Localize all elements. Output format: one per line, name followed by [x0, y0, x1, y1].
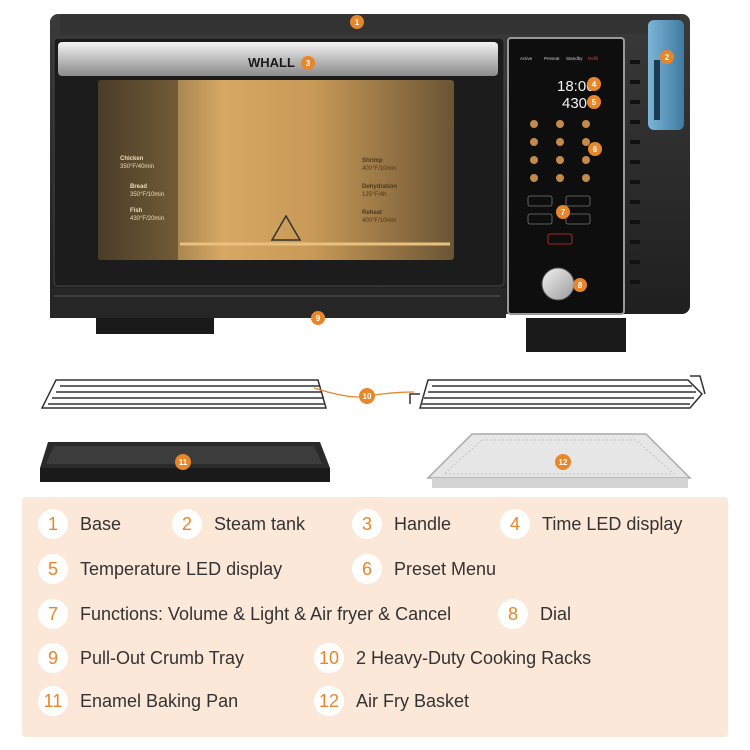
status-label: Refill — [588, 56, 598, 61]
legend-label: Base — [80, 513, 122, 534]
legend-number: 3 — [352, 509, 382, 539]
legend-label: Preset Menu — [394, 558, 497, 579]
legend-label: Steam tank — [214, 513, 306, 534]
control-panel: Active Preseat Standby Refill 18:00 430 — [507, 37, 625, 315]
legend-item: 7 Functions: Volume & Light & Air fryer … — [38, 596, 451, 632]
glass-preset-title: Reheat — [362, 210, 382, 216]
glass-preset-title: Bread — [130, 184, 147, 190]
dial-knob — [541, 267, 575, 301]
legend-item: 3 Handle — [352, 506, 451, 542]
glass-preset-sub: 350°F/10min — [130, 192, 164, 198]
svg-text:6: 6 — [593, 145, 598, 154]
parts-legend: 1 Base 2 Steam tank 3 Handle 4 Time LED … — [22, 497, 728, 737]
svg-text:4: 4 — [592, 80, 597, 89]
status-label: Active — [520, 56, 533, 61]
callout-badge: 11 — [175, 454, 191, 470]
svg-text:9: 9 — [316, 314, 321, 323]
legend-item: 11 Enamel Baking Pan — [38, 683, 238, 719]
legend-label: Temperature LED display — [80, 558, 283, 579]
cooking-rack-left — [40, 379, 327, 409]
svg-text:1: 1 — [355, 18, 360, 27]
legend-label: Handle — [394, 513, 452, 534]
callout-badge: 2 — [660, 50, 674, 64]
callout-badge: 3 — [301, 56, 315, 70]
legend-number: 9 — [38, 643, 68, 673]
legend-item: 1 Base — [38, 506, 121, 542]
legend-number: 1 — [38, 509, 68, 539]
legend-number: 4 — [500, 509, 530, 539]
callout-badge: 5 — [587, 95, 601, 109]
callout-badge: 12 — [555, 454, 571, 470]
legend-item: 6 Preset Menu — [352, 551, 496, 587]
glass-preset-sub: 400°F/10min — [362, 166, 396, 172]
legend-label: 2 Heavy-Duty Cooking Racks — [356, 647, 592, 668]
glass-preset-title: Shrimp — [362, 158, 383, 164]
temperature-display: 430 — [562, 95, 587, 112]
legend-item: 12 Air Fry Basket — [314, 683, 469, 719]
svg-text:8: 8 — [578, 281, 583, 290]
legend-number: 7 — [38, 599, 68, 629]
glass-preset-title: Fish — [130, 208, 143, 214]
legend-item: 4 Time LED display — [500, 506, 682, 542]
steam-tank — [648, 20, 684, 130]
callout-badge: 7 — [556, 205, 570, 219]
legend-number: 5 — [38, 554, 68, 584]
svg-text:11: 11 — [179, 458, 188, 467]
legend-number: 10 — [314, 643, 344, 673]
glass-preset-sub: 430°F/20min — [130, 216, 164, 222]
legend-label: Functions: Volume & Light & Air fryer & … — [80, 603, 452, 624]
glass-preset-sub: 350°F/40min — [120, 164, 154, 170]
status-label: Standby — [566, 56, 583, 61]
svg-text:7: 7 — [561, 208, 566, 217]
callout-badge: 6 — [588, 142, 602, 156]
legend-label: Air Fry Basket — [356, 690, 470, 711]
legend-item: 9 Pull-Out Crumb Tray — [38, 640, 244, 676]
legend-item: 10 2 Heavy-Duty Cooking Racks — [314, 640, 591, 676]
glass-preset-sub: 125°F/4h — [362, 192, 386, 198]
legend-label: Pull-Out Crumb Tray — [80, 647, 245, 668]
cooking-rack-right — [409, 375, 706, 409]
glass-preset-title: Chicken — [120, 156, 144, 162]
legend-label: Time LED display — [542, 513, 683, 534]
legend-number: 2 — [172, 509, 202, 539]
glass-preset-title: Dehydration — [362, 184, 397, 190]
legend-number: 12 — [314, 686, 344, 716]
callout-badge: 1 — [350, 15, 364, 29]
callout-badge: 10 — [359, 388, 375, 404]
legend-item: 2 Steam tank — [172, 506, 305, 542]
svg-text:2: 2 — [665, 53, 670, 62]
legend-item: 8 Dial — [498, 596, 571, 632]
legend-number: 8 — [498, 599, 528, 629]
oven-handle — [58, 42, 498, 76]
legend-number: 11 — [38, 686, 68, 716]
svg-text:5: 5 — [592, 98, 597, 107]
callout-badge: 8 — [573, 278, 587, 292]
legend-label: Enamel Baking Pan — [80, 690, 239, 711]
callout-badge: 9 — [311, 311, 325, 325]
brand-logo: WHALL — [248, 55, 295, 70]
time-display: 18:00 — [557, 78, 595, 95]
svg-text:3: 3 — [306, 59, 311, 68]
legend-item: 5 Temperature LED display — [38, 551, 282, 587]
legend-label: Dial — [540, 603, 572, 624]
status-label: Preseat — [544, 56, 560, 61]
svg-text:12: 12 — [559, 458, 568, 467]
svg-text:10: 10 — [363, 392, 372, 401]
callout-badge: 4 — [587, 77, 601, 91]
legend-number: 6 — [352, 554, 382, 584]
glass-preset-sub: 400°F/10min — [362, 218, 396, 224]
product-illustration: Chicken 350°F/40min Bread 350°F/10min Fi… — [40, 14, 706, 488]
